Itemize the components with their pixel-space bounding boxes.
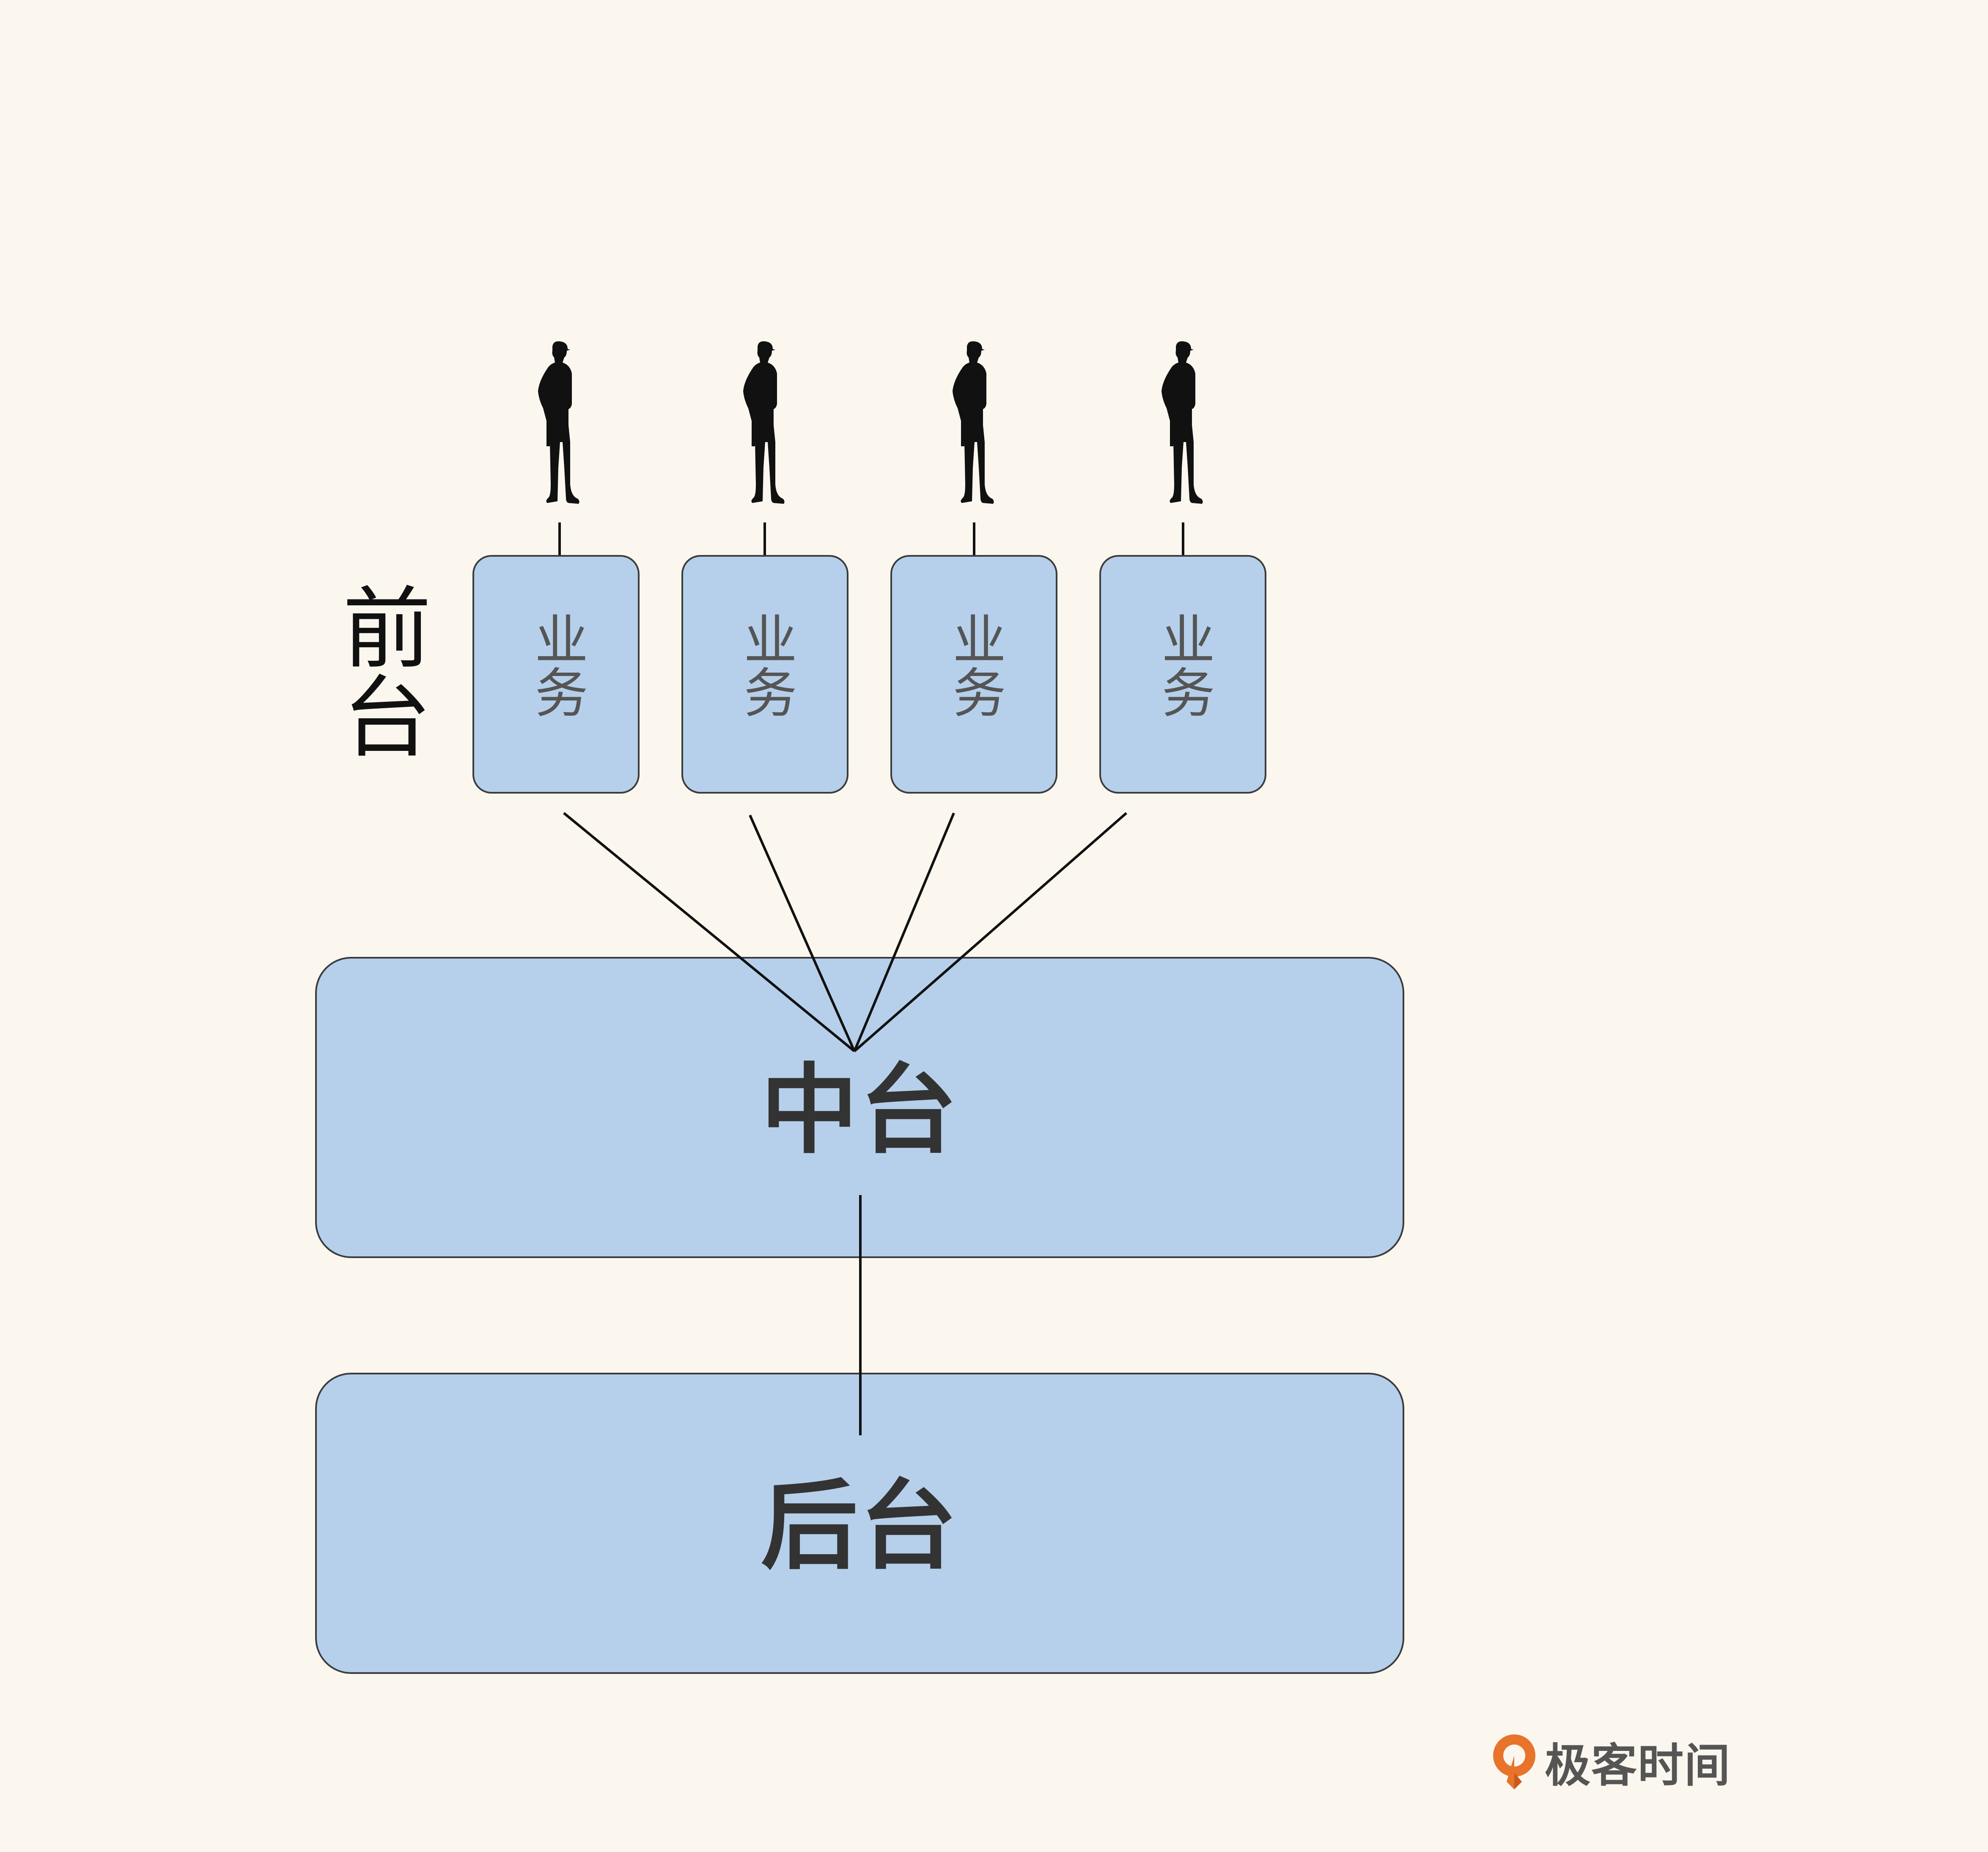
front-layer-label: 前台 — [327, 582, 431, 759]
business-box-2-label: 业务 — [735, 612, 797, 718]
business-2-to-middle-line — [749, 814, 856, 1052]
worker-icon-2 — [743, 341, 785, 504]
business-4-to-middle-line — [854, 812, 1127, 1052]
geektime-logo-icon — [1493, 1734, 1535, 1789]
worker-icon-4 — [1161, 341, 1203, 504]
business-1-to-middle-line — [563, 812, 855, 1052]
business-box-4: 业务 — [1099, 555, 1266, 794]
geektime-logo-text: 极客时间 — [1545, 1739, 1731, 1792]
business-3-to-middle-line — [853, 812, 955, 1052]
business-box-3-label: 业务 — [944, 612, 1006, 718]
business-box-3: 业务 — [890, 555, 1057, 794]
worker-icon-1 — [538, 341, 579, 504]
geektime-logo: 极客时间 — [1489, 1728, 1731, 1796]
middle-platform-label: 中台 — [761, 1054, 959, 1167]
back-platform-label: 后台 — [761, 1470, 959, 1583]
worker-icon-3 — [953, 341, 994, 504]
business-box-2: 业务 — [681, 555, 848, 794]
business-box-1: 业务 — [472, 555, 640, 794]
business-box-4-label: 业务 — [1153, 612, 1215, 718]
business-box-1-label: 业务 — [526, 612, 588, 718]
